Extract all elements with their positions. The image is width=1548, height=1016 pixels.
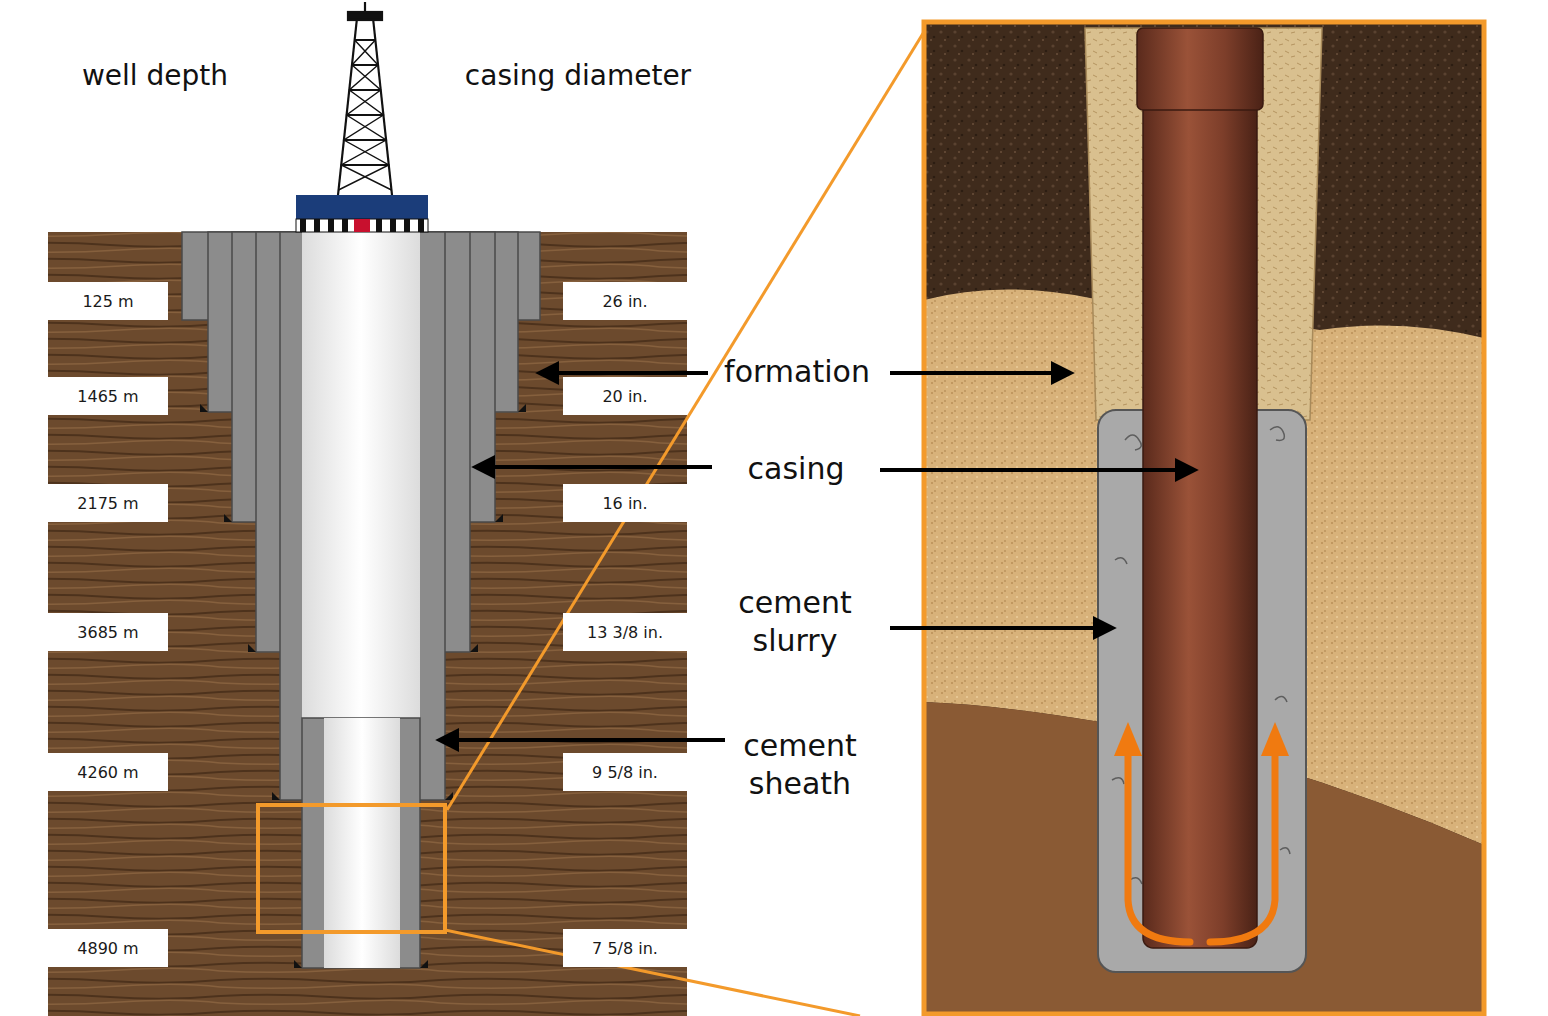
depth-box: 4260 m [48, 753, 168, 791]
crown-post [364, 2, 366, 12]
flow-arrows [1128, 752, 1275, 942]
detail-frame [924, 22, 1484, 1014]
column-heading: well depth [25, 58, 285, 93]
casing-shoe [200, 404, 526, 968]
diameter-box: 9 5/8 in. [563, 753, 687, 791]
diameter-box: 20 in. [563, 377, 687, 415]
node-text: 2175 m [77, 494, 138, 513]
leader-arrow [440, 738, 725, 742]
ground [48, 232, 687, 1016]
flow-head [1261, 722, 1289, 756]
rig-floor [296, 195, 428, 219]
node-text: 9 5/8 in. [592, 763, 658, 782]
column-heading: casing diameter [428, 58, 728, 93]
depth-box: 4890 m [48, 929, 168, 967]
depth-box: 3685 m [48, 613, 168, 651]
part-label: casing [706, 450, 886, 488]
flow-head [1114, 722, 1142, 756]
node-text: 1465 m [77, 387, 138, 406]
rig-base [296, 219, 428, 232]
part-label: cement sheath [715, 727, 885, 802]
zoom-frame [258, 805, 445, 932]
flow-path [1128, 752, 1190, 942]
wellbore [302, 232, 420, 718]
leader-arrow [880, 468, 1194, 472]
leader-arrow [890, 371, 1070, 375]
part-label: formation [697, 353, 897, 391]
node-text: 20 in. [602, 387, 647, 406]
node-text: 3685 m [77, 623, 138, 642]
part-label: cement slurry [710, 584, 880, 659]
diameter-box: 13 3/8 in. [563, 613, 687, 651]
leader-arrow [476, 465, 712, 469]
diameter-box: 26 in. [563, 282, 687, 320]
node-text: 125 m [82, 292, 133, 311]
diameter-box: 16 in. [563, 484, 687, 522]
derrick [338, 2, 392, 195]
diameter-box: 7 5/8 in. [563, 929, 687, 967]
soil-layer [924, 22, 1484, 1016]
wellhead [354, 219, 370, 232]
leader-arrow [890, 626, 1112, 630]
casing-pipe [1143, 100, 1257, 948]
zoom-line [447, 22, 930, 810]
derrick-brace [341, 40, 391, 190]
rig-base-pattern [300, 219, 424, 232]
casing-collar [1137, 28, 1263, 110]
derrick-brace [341, 40, 389, 165]
node-text: 4890 m [77, 939, 138, 958]
leader-arrow [540, 371, 708, 375]
crown-block [348, 12, 382, 20]
node-text: 7 5/8 in. [592, 939, 658, 958]
zoom-line [445, 930, 860, 1016]
depth-box: 2175 m [48, 484, 168, 522]
leader-lines [440, 373, 1194, 740]
node-text: 4260 m [77, 763, 138, 782]
casing-string [280, 232, 445, 800]
node-text: 16 in. [602, 494, 647, 513]
flow-path [1210, 752, 1275, 942]
node-text: 13 3/8 in. [587, 623, 663, 642]
depth-box: 125 m [48, 282, 168, 320]
depth-box: 1465 m [48, 377, 168, 415]
node-text: 26 in. [602, 292, 647, 311]
